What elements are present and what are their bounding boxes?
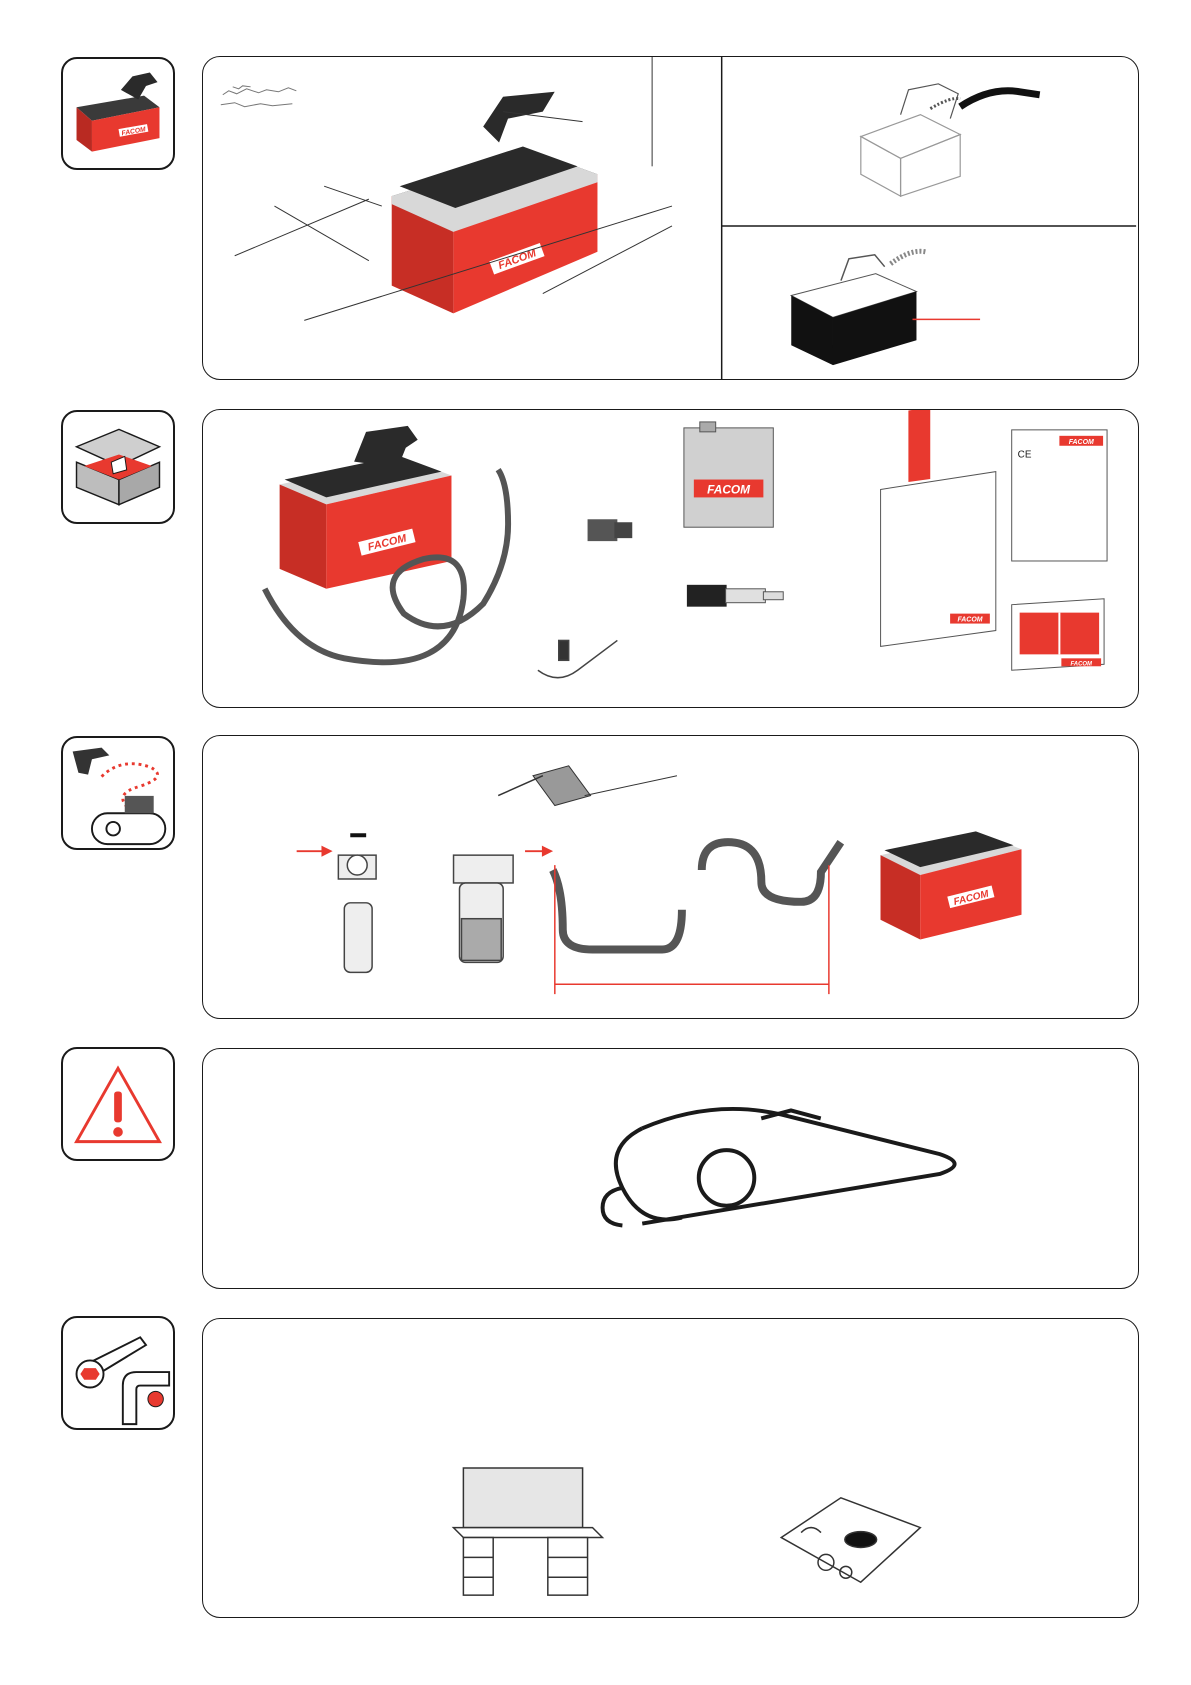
parts-list-card: FACOM bbox=[1012, 599, 1104, 671]
quick-coupler bbox=[687, 585, 783, 607]
warning-triangle-icon bbox=[63, 1049, 173, 1159]
pump-black-base-drawing bbox=[791, 251, 980, 365]
pump-connected: FACOM bbox=[881, 831, 1022, 939]
ce-mark: CE bbox=[1018, 450, 1032, 461]
card-brand: FACOM bbox=[1071, 661, 1093, 667]
lubricator bbox=[454, 855, 514, 962]
wrench-icon bbox=[63, 1318, 173, 1428]
pump-with-hose: FACOM bbox=[265, 426, 508, 662]
filter-regulator bbox=[338, 835, 376, 972]
length-dimension bbox=[555, 865, 829, 994]
panel-maintenance bbox=[202, 1318, 1139, 1618]
pump-dimensioned-drawing: FACOM bbox=[235, 57, 672, 320]
section-icon-warning bbox=[61, 1047, 175, 1161]
air-flow-arrows bbox=[297, 847, 551, 855]
pedal-detail-drawing bbox=[603, 1109, 955, 1226]
oil-jug bbox=[498, 766, 677, 806]
air-hoses bbox=[553, 842, 841, 949]
panel-contents: FACOM FACOM FACOM bbox=[202, 409, 1139, 708]
chain-cap bbox=[538, 640, 617, 677]
panel-warning bbox=[202, 1048, 1139, 1289]
manual-brand: FACOM bbox=[957, 617, 982, 624]
section-icon-maintenance bbox=[61, 1316, 175, 1430]
section-icon-contents bbox=[61, 410, 175, 524]
oil-can-brand: FACOM bbox=[707, 482, 751, 496]
certificate-brand: FACOM bbox=[1069, 439, 1094, 446]
fitting-adapter bbox=[588, 519, 633, 541]
workbench-drawing bbox=[453, 1468, 602, 1595]
panel-dimensions: FACOM bbox=[202, 56, 1139, 380]
panel-air-supply: FACOM bbox=[202, 735, 1139, 1019]
pump-icon: FACOM bbox=[63, 59, 173, 168]
section-icon-pump: FACOM bbox=[61, 57, 175, 170]
spare-parts-kit-drawing bbox=[781, 1498, 920, 1582]
open-box-icon bbox=[63, 412, 173, 522]
compressor-icon bbox=[63, 738, 173, 848]
oil-can: FACOM bbox=[684, 422, 773, 527]
pump-outline-drawing bbox=[861, 84, 1040, 196]
section-icon-air-supply bbox=[61, 736, 175, 850]
manual-booklet: FACOM bbox=[881, 410, 996, 646]
ce-certificate: FACOM CE bbox=[1012, 430, 1107, 561]
